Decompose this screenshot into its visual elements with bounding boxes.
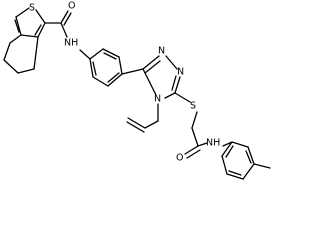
bond [174,92,191,103]
atom-s-thioether: S [190,101,196,112]
bond [15,7,30,18]
bond [127,117,146,129]
bond [228,170,242,176]
bond [165,55,178,70]
bond [142,68,157,96]
bond [3,42,11,61]
bond [107,72,120,83]
atom-o-carbonyl-top: O [68,1,75,12]
bond [242,163,255,180]
atom-nh-amide-left: NH [64,38,78,49]
atom-labels: S O NH N N N S O NH [29,1,220,164]
bond [142,55,160,70]
bond [144,120,159,129]
bond [225,145,234,158]
bond [17,68,35,74]
bond [221,141,233,157]
bond [118,56,123,75]
bond [107,73,123,87]
bond [92,61,97,76]
bond [191,127,199,147]
bond [15,16,22,36]
bond [226,173,244,180]
bond [197,142,208,147]
bond [35,9,46,24]
bond [184,145,199,155]
bond [89,58,94,78]
bond [126,121,145,133]
atom-nh-amide-right: NH [206,138,220,149]
bond [171,75,177,91]
atom-n-triazole-1: N [158,46,165,57]
bond [63,12,72,26]
bond [34,24,42,36]
bond [92,76,109,87]
bond [186,149,201,159]
atom-n-triazole-4: N [154,94,161,105]
bond [221,155,228,175]
molecule-structure: S O NH N N N S O NH [3,1,271,180]
bond [253,163,271,169]
bond [174,76,181,94]
atom-s-thiophene: S [29,3,35,14]
bond [247,146,255,165]
bond [60,10,69,24]
bond [9,34,22,44]
bond [222,141,233,147]
bond [121,68,144,75]
bonds [3,7,271,180]
bond [245,150,252,164]
bond [164,92,176,99]
bond [231,141,249,148]
bond [60,22,68,38]
bond [37,22,46,38]
bond [102,48,120,58]
bond [144,60,161,74]
bond [89,48,104,60]
bond [20,34,39,38]
bond [14,19,20,33]
bond [191,111,198,129]
bond [79,49,91,60]
bond [3,59,19,74]
atom-o-carbonyl-bottom: O [176,153,183,164]
bond [33,36,39,70]
atom-n-triazole-2: N [177,67,184,78]
bond [103,52,117,60]
